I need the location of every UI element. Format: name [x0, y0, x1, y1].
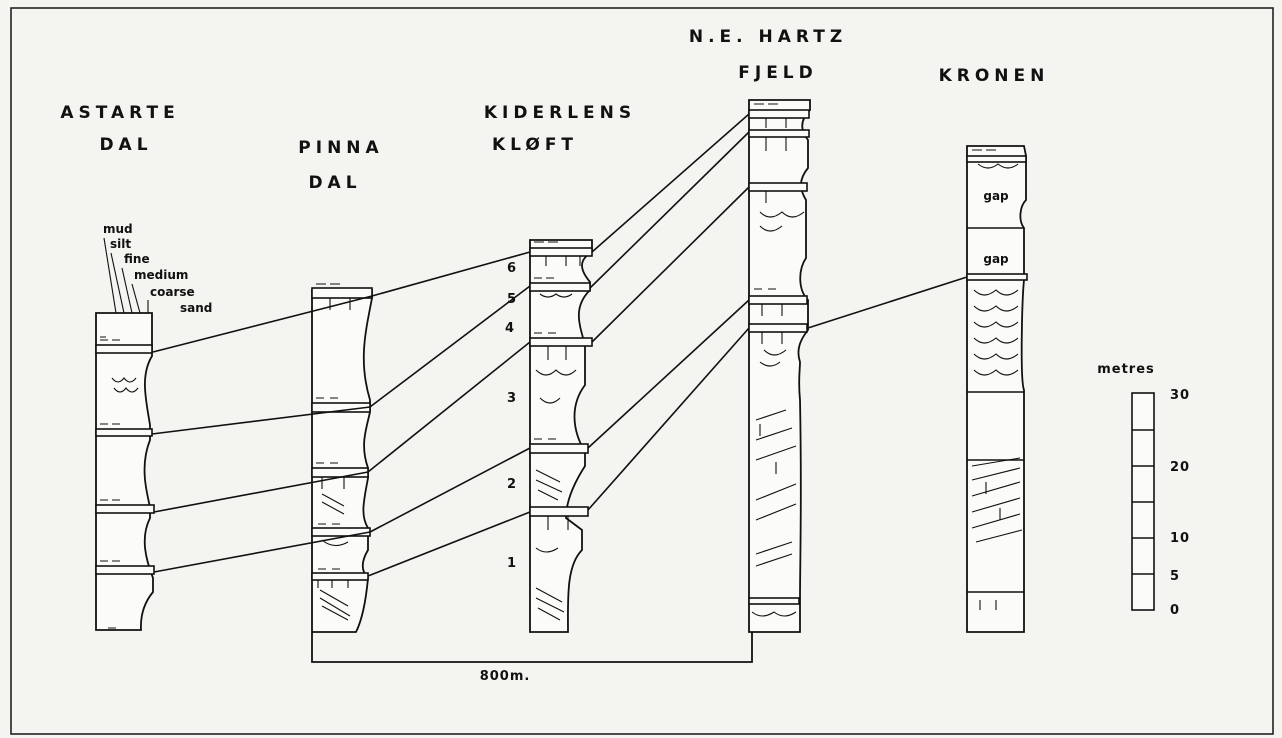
key-silt: silt [110, 237, 131, 251]
column-kronen: gap gap [967, 146, 1027, 632]
key-coarse: coarse [150, 285, 195, 299]
scale-tick-0: 0 [1170, 603, 1180, 618]
key-fine: fine [124, 252, 150, 266]
key-mud: mud [103, 222, 133, 236]
gap-label-2: gap [983, 252, 1009, 266]
hartz-title-2: FJELD [738, 63, 818, 83]
column-astarte-dal [96, 313, 154, 630]
scale-tick-5: 5 [1170, 569, 1180, 584]
kiderlens-title-2: KLØFT [492, 135, 578, 155]
hartz-title-1: N.E. HARTZ [689, 27, 847, 47]
scale-tick-20: 20 [1170, 460, 1190, 475]
kronen-title: KRONEN [939, 66, 1050, 86]
figure-frame [11, 8, 1273, 734]
bed-number-6: 6 [507, 261, 517, 276]
distance-label: 800m. [480, 669, 531, 684]
bed-number-3: 3 [507, 391, 517, 406]
scale-tick-30: 30 [1170, 388, 1190, 403]
scale-tick-10: 10 [1170, 531, 1190, 546]
scale-title: metres [1097, 362, 1155, 377]
key-medium: medium [134, 268, 188, 282]
gap-label-1: gap [983, 189, 1009, 203]
astarte-title-1: ASTARTE [60, 103, 179, 123]
bed-number-2: 2 [507, 477, 517, 492]
bed-number-1: 1 [507, 556, 517, 571]
pinna-title-1: PINNA [298, 138, 383, 158]
astarte-title-2: DAL [99, 135, 152, 155]
bed-number-4: 4 [505, 321, 515, 336]
key-sand: sand [180, 301, 212, 315]
pinna-title-2: DAL [308, 173, 361, 193]
kiderlens-title-1: KIDERLENS [484, 103, 636, 123]
